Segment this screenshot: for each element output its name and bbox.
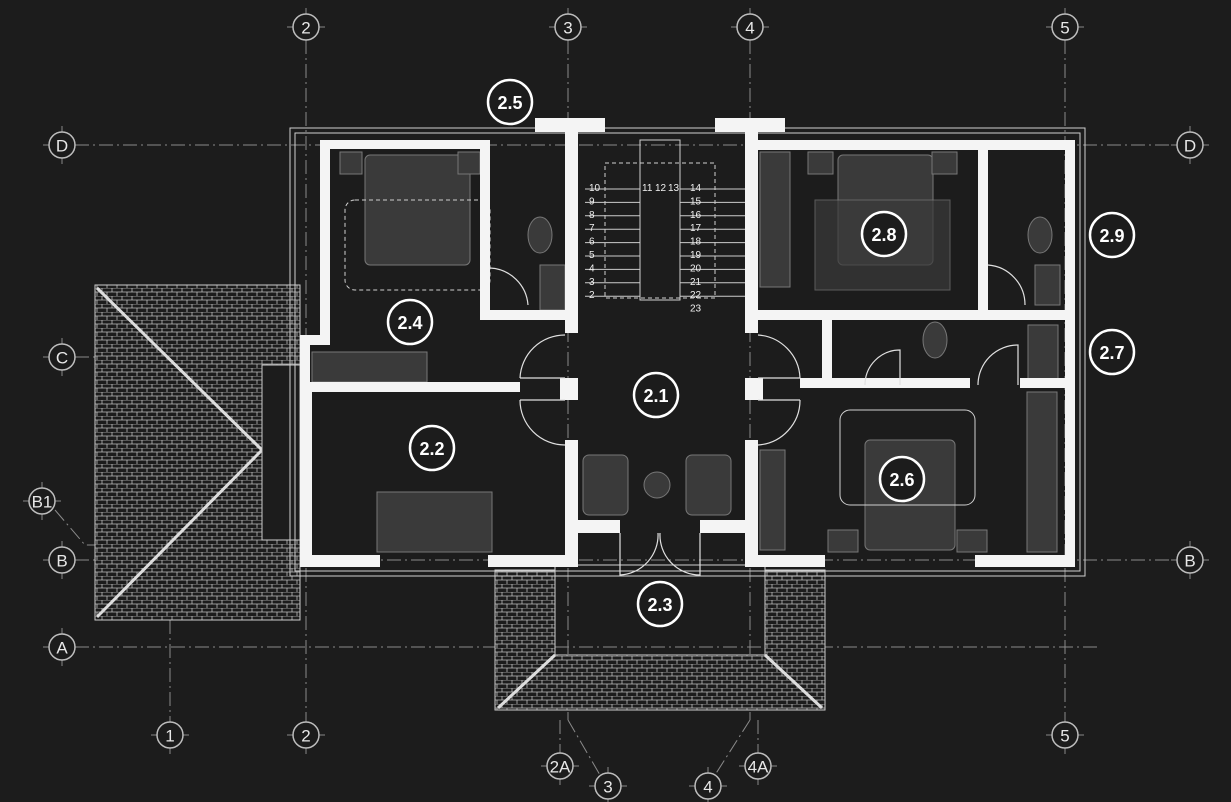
sink	[1034, 264, 1061, 306]
grid-label: D	[1184, 137, 1196, 156]
grid-label: 3	[603, 778, 612, 797]
stair-step-number: 6	[589, 237, 595, 248]
grid-label: 2	[301, 727, 310, 746]
nightstand	[457, 151, 481, 175]
room-tag: 2.5	[486, 78, 534, 126]
grid-label: D	[56, 137, 68, 156]
stair-step-number: 5	[589, 250, 595, 261]
stair-step-number: 15	[690, 196, 702, 207]
grid-label: C	[56, 349, 68, 368]
toilet	[527, 216, 553, 254]
grid-label: A	[56, 639, 68, 658]
grid-bubble-top: 4	[731, 8, 769, 46]
stair-step-number: 18	[690, 237, 702, 248]
stair-step-number: 10	[589, 183, 601, 194]
grid-bubble-right: D	[1171, 126, 1209, 164]
stair-step-number: 13	[668, 183, 680, 194]
grid-label: 2	[301, 19, 310, 38]
room-number: 2.8	[871, 225, 896, 245]
side-table	[643, 471, 671, 499]
grid-bubble-right: B	[1171, 541, 1209, 579]
grid-bubble-top: 5	[1046, 8, 1084, 46]
stair-step-number: 11	[642, 183, 653, 194]
grid-bubble-left: C	[43, 338, 81, 376]
stair-step-number: 19	[690, 250, 702, 261]
room-tag: 2.7	[1088, 328, 1136, 376]
stair-step-number: 9	[589, 196, 595, 207]
grid-bubble-top: 2	[287, 8, 325, 46]
stair-step-number: 7	[589, 223, 595, 234]
room-tag: 2.4	[386, 298, 434, 346]
armchair	[685, 454, 732, 516]
armchair	[582, 454, 629, 516]
room-number: 2.7	[1099, 343, 1124, 363]
grid-label: 1	[165, 727, 174, 746]
bed-2-4	[364, 154, 471, 266]
room-number: 2.6	[889, 470, 914, 490]
grid-bubble-left: A	[43, 628, 81, 666]
grid-bubble-bottom: 2	[287, 716, 325, 754]
furniture	[311, 151, 1061, 553]
balcony	[554, 564, 766, 656]
room-number: 2.4	[397, 313, 422, 333]
stair-step-number: 22	[690, 290, 702, 301]
room-number: 2.9	[1099, 226, 1124, 246]
stair-step-number: 3	[589, 277, 595, 288]
stair-step-number: 4	[589, 263, 595, 274]
room-tag: 2.6	[878, 455, 926, 503]
walls	[300, 118, 1075, 567]
grid-bubble-bottom_offset: 4	[689, 767, 727, 802]
toilet	[922, 321, 948, 359]
grid-label: 2A	[550, 758, 571, 777]
grid-label: 4	[745, 19, 754, 38]
grid-label: 3	[563, 19, 572, 38]
desk	[376, 491, 493, 553]
stair-step-number: 21	[690, 277, 702, 288]
grid-bubble-left: B1	[23, 482, 61, 520]
stair-step-number: 23	[690, 304, 702, 315]
roof-left	[94, 284, 301, 621]
wardrobe	[1026, 391, 1058, 553]
room-tag: 2.3	[636, 580, 684, 628]
room-number: 2.2	[419, 439, 444, 459]
grid-label: 5	[1060, 19, 1069, 38]
grid-bubble-bottom: 5	[1046, 716, 1084, 754]
doors	[489, 264, 1026, 576]
grid-label: B1	[32, 493, 53, 512]
wardrobe	[759, 151, 791, 288]
grid-bubble-left: B	[43, 541, 81, 579]
room-number: 2.3	[647, 595, 672, 615]
wardrobe	[311, 351, 428, 383]
grid-bubble-bottom_offset: 2A	[541, 747, 579, 785]
room-tag: 2.2	[408, 424, 456, 472]
stair-step-number: 8	[589, 210, 595, 221]
stair-step-number: 16	[690, 210, 702, 221]
grid-label: 4A	[748, 758, 769, 777]
stair-step-number: 20	[690, 263, 702, 274]
room-number: 2.1	[643, 386, 668, 406]
sink	[539, 264, 566, 311]
stair-step-number: 12	[655, 183, 667, 194]
grid-label: 4	[703, 778, 712, 797]
grid-bubble-bottom_offset: 3	[589, 767, 627, 802]
sink	[1027, 324, 1059, 381]
grid-label: 5	[1060, 727, 1069, 746]
grid-bubble-bottom: 1	[151, 716, 189, 754]
stair-step-number: 17	[690, 223, 702, 234]
grid-label: B	[1184, 552, 1195, 571]
room-tag: 2.8	[860, 210, 908, 258]
grid-label: B	[56, 552, 67, 571]
grid-bubble-left: D	[43, 126, 81, 164]
grid-bubble-top: 3	[549, 8, 587, 46]
stair-step-number: 14	[690, 183, 702, 194]
room-tag: 2.9	[1088, 211, 1136, 259]
stair-step-number: 2	[589, 290, 595, 301]
room-tag: 2.1	[632, 371, 680, 419]
wardrobe	[759, 449, 786, 551]
toilet	[1027, 216, 1053, 254]
room-number: 2.5	[497, 93, 522, 113]
nightstand	[339, 151, 363, 175]
grid-bubble-bottom_offset: 4A	[739, 747, 777, 785]
